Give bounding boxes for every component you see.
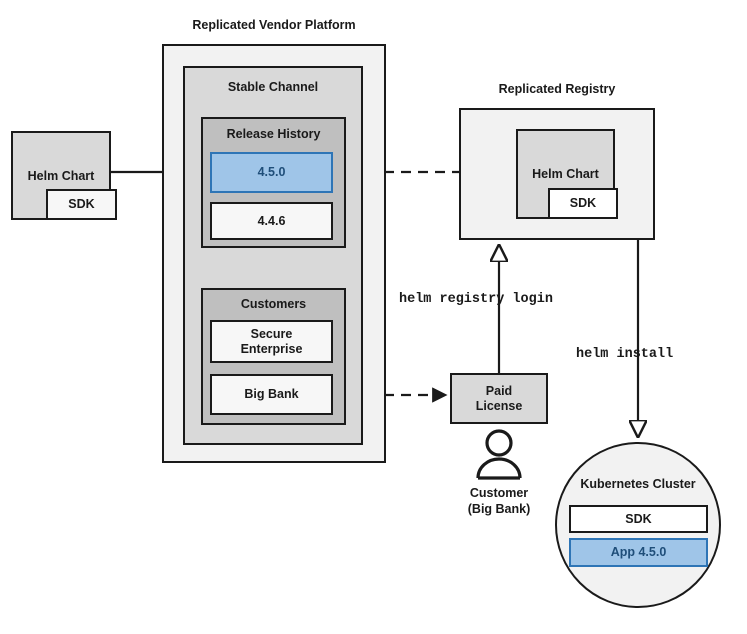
person-icon [476,429,522,480]
customer-item-secure-enterprise[interactable]: Secure Enterprise [210,320,333,363]
helm-chart-source-sdk-label: SDK [68,197,95,212]
kubernetes-cluster-sdk-box: SDK [569,505,708,533]
replicated-registry-title: Replicated Registry [498,82,616,96]
kubernetes-cluster-title: Kubernetes Cluster [580,477,696,491]
customers-title: Customers [240,297,307,311]
helm-chart-source-label: Helm Chart [27,169,95,183]
customer-actor-line1: Customer [469,486,529,500]
customer-actor-line2: (Big Bank) [467,501,531,516]
customer-item-secure-enterprise-label: Secure Enterprise [241,327,303,357]
command-helm-install: helm install [576,347,674,362]
release-item-450-label: 4.5.0 [257,165,286,180]
kubernetes-cluster-app-label: App 4.5.0 [610,545,667,560]
paid-license-line2: License [475,398,523,413]
customer-secure-enterprise-line1: Secure [250,326,293,341]
customer-item-big-bank-label: Big Bank [244,387,299,402]
paid-license-line1: Paid [485,383,513,398]
release-item-450[interactable]: 4.5.0 [210,152,333,193]
release-item-446[interactable]: 4.4.6 [210,202,333,240]
registry-helm-chart-sdk-box: SDK [548,188,618,219]
paid-license-label: Paid License [476,384,523,414]
customer-secure-enterprise-line2: Enterprise [240,341,303,356]
kubernetes-cluster-sdk-label: SDK [625,511,652,526]
kubernetes-cluster-app-box: App 4.5.0 [569,538,708,567]
stable-channel-title: Stable Channel [227,80,319,94]
customer-item-big-bank[interactable]: Big Bank [210,374,333,415]
registry-helm-chart-label: Helm Chart [532,167,599,181]
command-helm-registry-login: helm registry login [399,292,553,307]
customer-actor-label: Customer (Big Bank) [429,486,569,517]
helm-chart-source-box: Helm Chart [11,131,111,220]
release-history-title: Release History [226,127,321,141]
registry-helm-chart-sdk-label: SDK [569,196,597,211]
paid-license-box: Paid License [450,373,548,424]
vendor-platform-title: Replicated Vendor Platform [192,18,356,32]
helm-chart-source-sdk-box: SDK [46,189,117,220]
release-item-446-label: 4.4.6 [257,213,286,228]
